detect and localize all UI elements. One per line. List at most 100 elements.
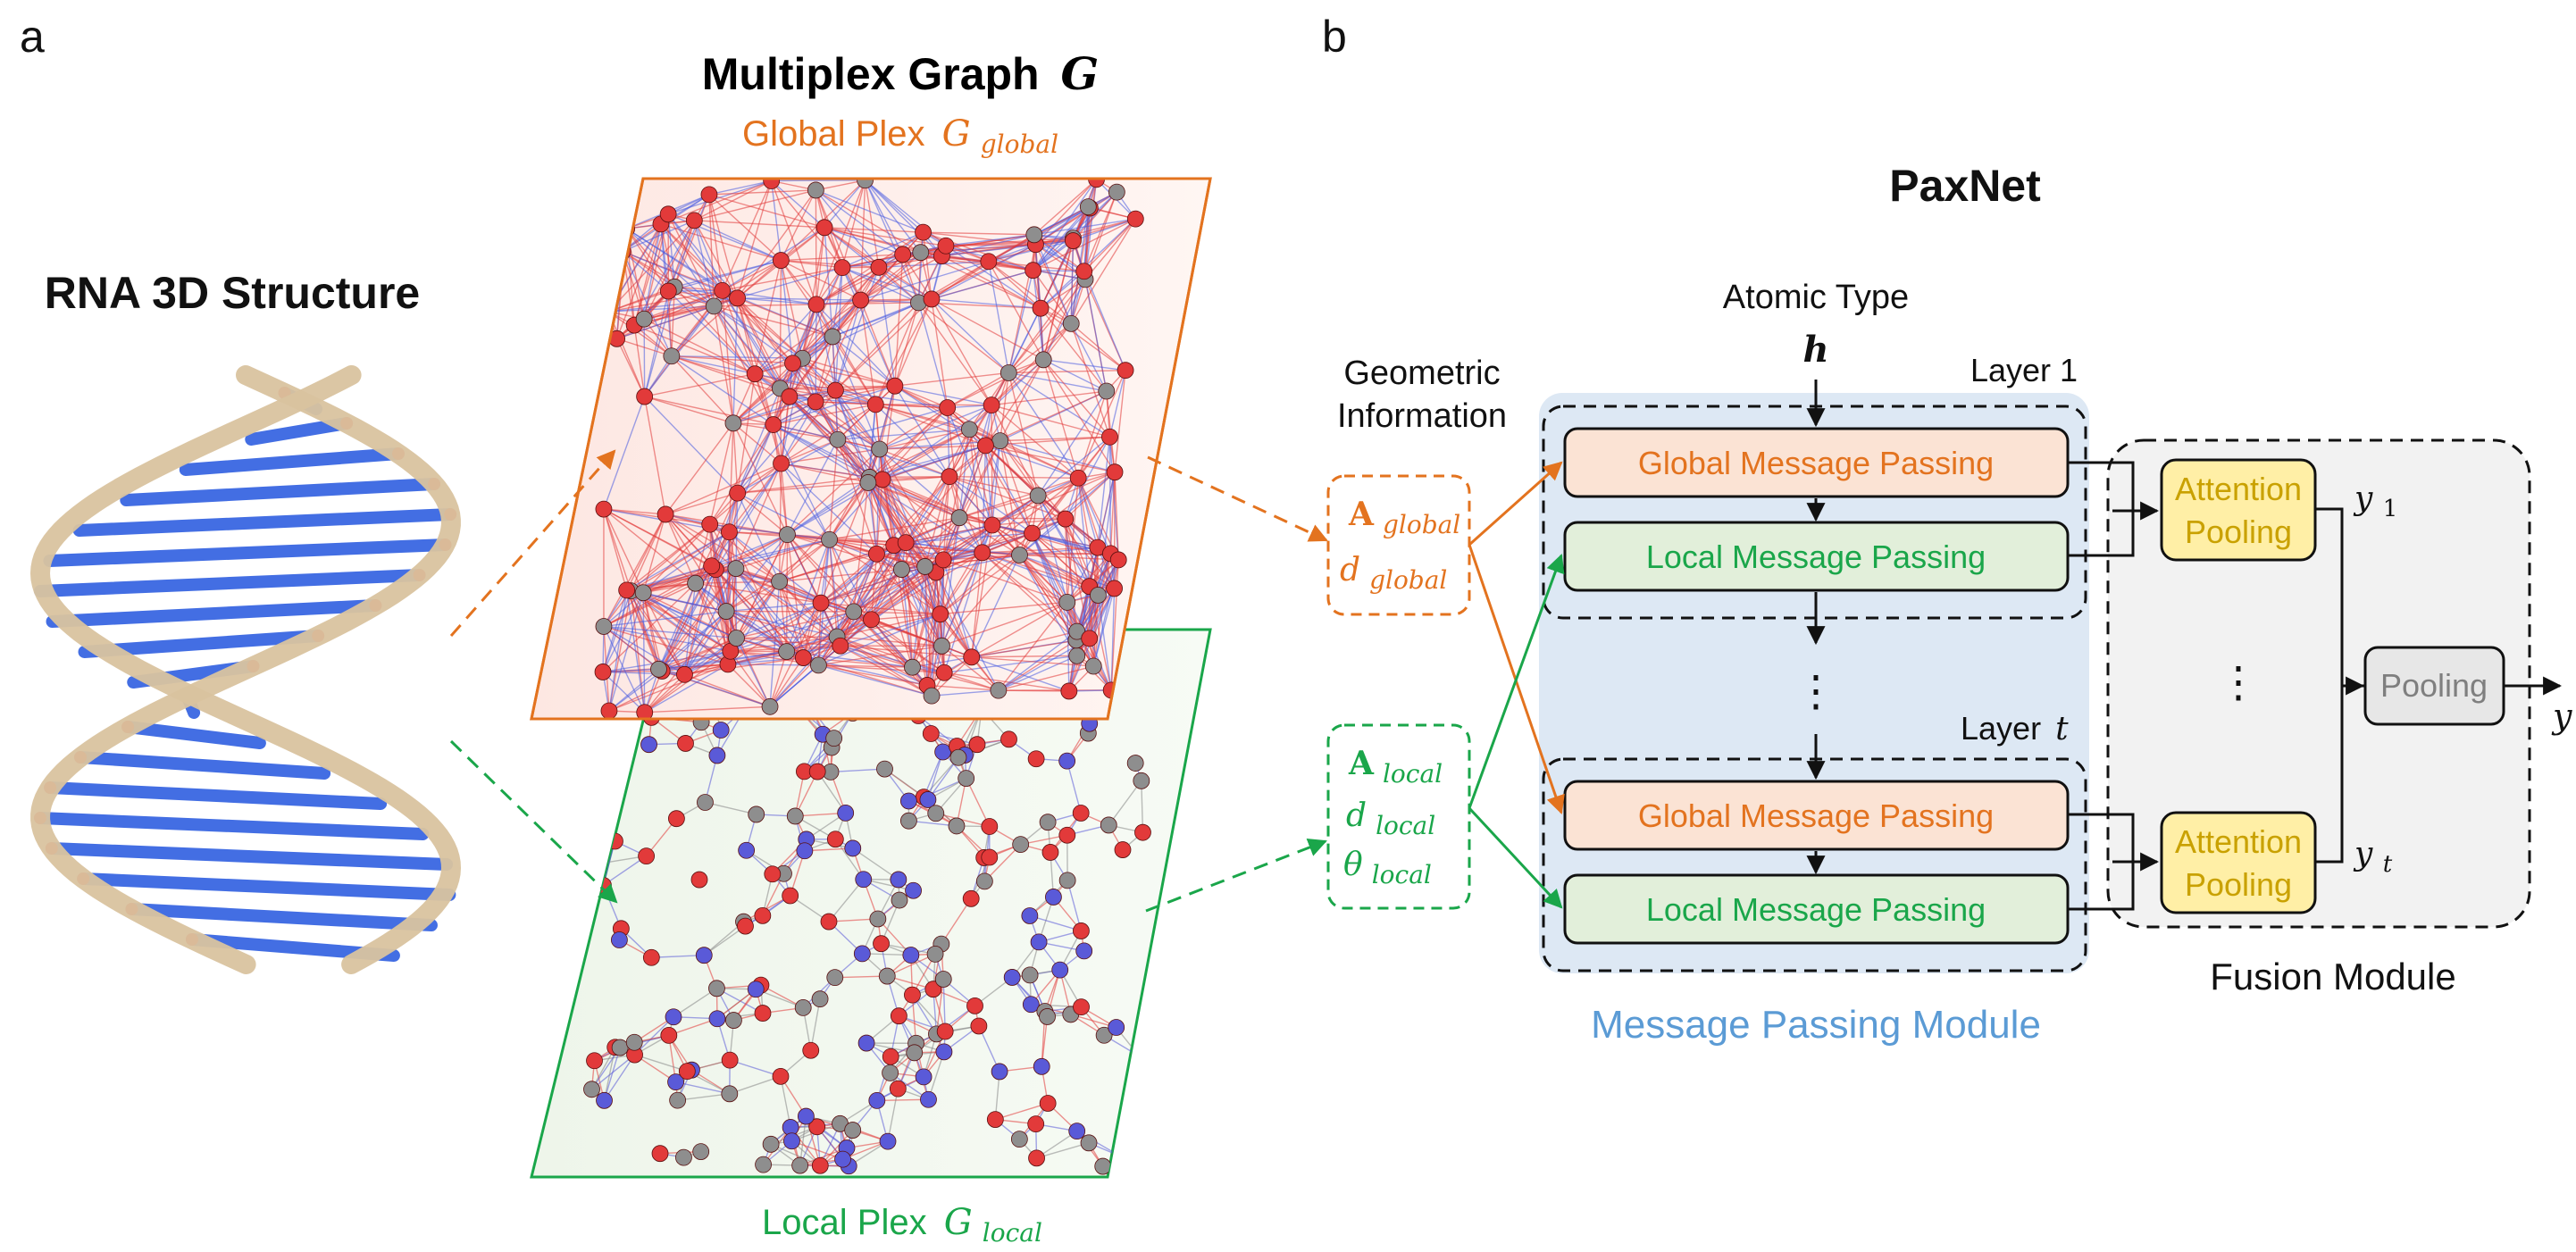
- graph-atom: [1095, 1026, 1113, 1044]
- graph-edge: [840, 645, 933, 697]
- graph-edge: [644, 664, 729, 714]
- fusion-module-box: [2106, 438, 2531, 929]
- graph-edge: [736, 602, 822, 639]
- graph-atom: [642, 948, 660, 966]
- graph-atom: [1090, 587, 1107, 604]
- graph-edge: [999, 372, 1009, 441]
- y1-symbol: y: [2353, 480, 2373, 517]
- graph-edge: [1008, 270, 1034, 373]
- graph-edge: [603, 396, 646, 510]
- graph-atom: [690, 871, 708, 889]
- graph-edge: [667, 194, 710, 292]
- graph-edge: [1033, 234, 1044, 360]
- graph-atom: [1057, 510, 1075, 528]
- graph-edge: [603, 856, 648, 887]
- graph-atom: [700, 186, 718, 204]
- graph-edge: [708, 194, 723, 291]
- graph-edge: [1042, 359, 1079, 479]
- graph-edge: [984, 359, 1044, 447]
- graph-atom: [724, 414, 742, 432]
- graph-edge: [773, 385, 896, 426]
- graph-atom: [727, 560, 745, 577]
- graph-edge: [792, 266, 880, 364]
- graph-edge: [924, 566, 933, 697]
- graph-atom: [685, 212, 703, 230]
- graph-edge: [931, 270, 1033, 300]
- graph-edge: [828, 879, 865, 922]
- graph-edge: [817, 603, 822, 665]
- graph-edge: [875, 553, 943, 647]
- graph-edge: [695, 582, 738, 639]
- graph-edge: [1042, 359, 1110, 438]
- graph-atom: [924, 981, 942, 998]
- graph-edge: [1040, 307, 1108, 392]
- graph-atom: [845, 603, 863, 621]
- graph-edge: [728, 531, 738, 639]
- graph-edge: [1114, 472, 1119, 560]
- graph-atom: [905, 881, 922, 899]
- graph-atom: [1098, 382, 1116, 400]
- graph-edge: [602, 668, 659, 673]
- yt-symbol: y: [2353, 836, 2373, 872]
- graph-atom: [657, 505, 674, 523]
- graph-atom: [650, 660, 667, 678]
- graph-atom: [855, 871, 873, 889]
- graph-edge: [1040, 218, 1136, 309]
- local-plex-label: Local Plex: [762, 1203, 927, 1242]
- graph-atom: [786, 807, 804, 825]
- rna-ribbon: [29, 365, 462, 974]
- graph-atom: [1022, 996, 1040, 1014]
- graph-atom: [983, 516, 1001, 534]
- graph-edge: [902, 254, 933, 300]
- graph-edge: [815, 231, 924, 305]
- graph-edge: [709, 422, 734, 525]
- graph-edge: [867, 481, 993, 526]
- graph-edge: [1066, 478, 1079, 603]
- graph-edge: [693, 220, 715, 307]
- graph-edge: [942, 518, 1066, 561]
- graph-edge: [673, 988, 717, 1018]
- graph-atom: [721, 1085, 739, 1103]
- graph-edge: [642, 592, 729, 665]
- graph-edge: [735, 538, 830, 570]
- graph-edge: [832, 336, 837, 391]
- graph-atom: [1100, 816, 1117, 834]
- graph-edge: [1031, 532, 1091, 639]
- graph-edge: [926, 613, 941, 686]
- graph-edge: [737, 297, 794, 364]
- graph-edge: [998, 601, 1068, 691]
- graph-atom: [765, 416, 782, 433]
- graph-edge: [958, 517, 1020, 556]
- graph-atom: [635, 310, 653, 328]
- graph-edge: [815, 227, 825, 305]
- rna-base-pair: [44, 781, 388, 810]
- graph-edge: [786, 534, 822, 604]
- graph-atom: [1041, 844, 1059, 861]
- graph-edge: [603, 1047, 621, 1101]
- graph-edge: [602, 590, 632, 672]
- graph-edge: [787, 481, 869, 536]
- graph-edge: [882, 479, 993, 526]
- graph-atom: [974, 544, 991, 562]
- graph-edge: [1065, 436, 1111, 520]
- graph-edge: [834, 389, 869, 483]
- graph-edge: [988, 261, 1072, 324]
- graph-edge: [875, 479, 883, 555]
- graph-edge: [644, 396, 739, 494]
- global-mp-label-t: Global Message Passing: [1638, 797, 1994, 834]
- rna-base-pair: [125, 903, 438, 931]
- graph-edge: [828, 482, 869, 540]
- global-d-sub: global: [1369, 565, 1447, 595]
- graph-edge: [708, 179, 772, 196]
- graph-atom: [1069, 469, 1087, 487]
- graph-atom: [611, 931, 628, 948]
- graph-atom: [808, 763, 826, 780]
- graph-edge: [643, 220, 695, 320]
- graph-edge: [608, 668, 659, 712]
- graph-edge: [830, 768, 885, 773]
- graph-edge: [737, 481, 868, 494]
- graph-edge: [792, 363, 896, 387]
- graph-edge: [991, 472, 1116, 526]
- graph-atom: [1010, 1131, 1028, 1148]
- graph-atom: [876, 760, 893, 778]
